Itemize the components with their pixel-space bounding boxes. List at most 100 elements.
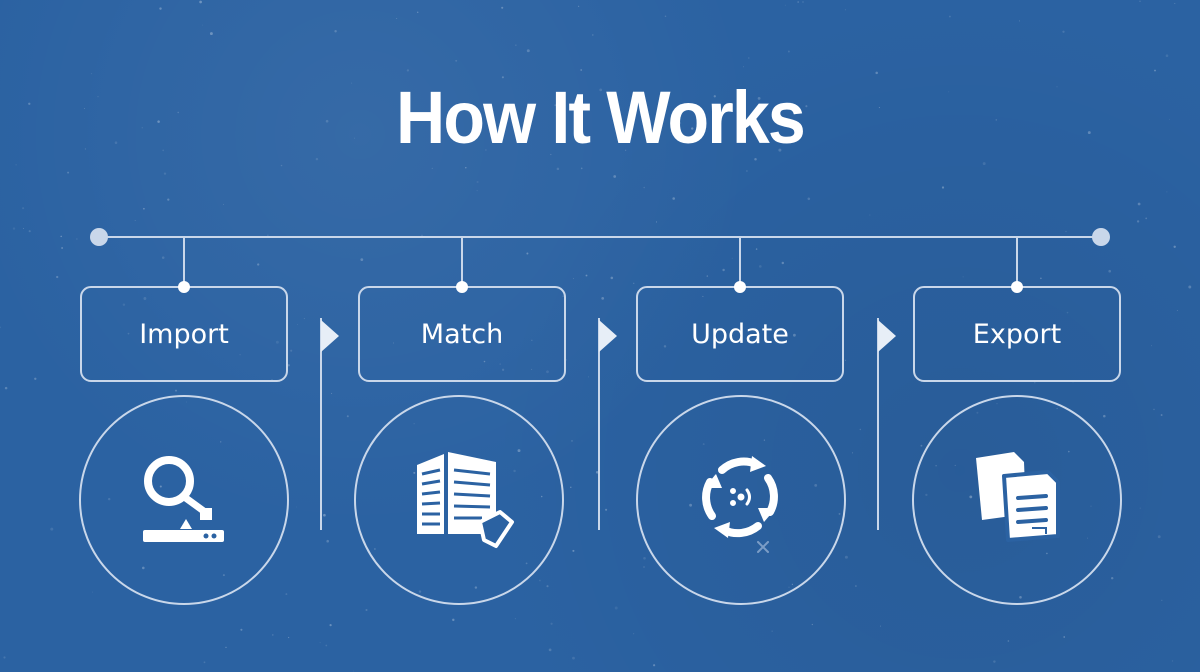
texture-speck	[663, 345, 667, 348]
texture-speck	[325, 119, 329, 123]
texture-speck	[1154, 69, 1156, 72]
texture-speck	[807, 197, 811, 201]
texture-speck	[672, 197, 675, 200]
texture-speck	[413, 423, 415, 425]
texture-speck	[633, 633, 635, 635]
texture-speck	[315, 157, 319, 161]
texture-speck	[15, 164, 17, 166]
texture-speck	[802, 1, 804, 3]
texture-speck	[1090, 505, 1092, 507]
texture-speck	[880, 625, 881, 627]
timeline-end-dot	[1092, 228, 1110, 246]
texture-speck	[177, 111, 179, 114]
texture-speck	[592, 34, 594, 36]
texture-speck	[920, 444, 923, 447]
texture-speck	[869, 214, 871, 216]
texture-speck	[742, 95, 744, 97]
texture-speck	[143, 297, 147, 300]
texture-speck	[295, 506, 297, 508]
texture-speck	[199, 0, 202, 4]
texture-speck	[643, 566, 645, 568]
texture-speck	[303, 318, 305, 320]
texture-speck	[1046, 552, 1048, 555]
texture-speck	[706, 275, 709, 277]
texture-speck	[781, 261, 785, 265]
texture-speck	[722, 268, 725, 272]
texture-speck	[60, 235, 62, 238]
texture-speck	[223, 203, 225, 205]
timeline-start-dot	[90, 228, 108, 246]
texture-speck	[587, 376, 590, 378]
step-label-export: Export	[972, 318, 1062, 350]
page-title: How It Works	[396, 76, 806, 159]
texture-speck	[814, 483, 818, 487]
texture-speck	[585, 274, 588, 277]
box-dot-update	[734, 281, 746, 293]
texture-speck	[778, 148, 782, 152]
texture-speck	[346, 415, 349, 418]
texture-speck	[501, 6, 504, 9]
texture-speck	[1019, 596, 1022, 599]
texture-speck	[167, 198, 170, 201]
texture-speck	[34, 377, 37, 380]
texture-speck	[1165, 54, 1169, 58]
texture-speck	[614, 606, 618, 610]
texture-speck	[406, 69, 410, 72]
texture-speck	[0, 326, 2, 329]
texture-speck	[1166, 191, 1168, 193]
texture-speck	[570, 486, 572, 488]
texture-speck	[84, 108, 86, 109]
texture-speck	[209, 32, 213, 36]
texture-speck	[546, 585, 549, 588]
box-dot-import	[178, 281, 190, 293]
texture-speck	[976, 411, 979, 414]
arrow-1-icon	[321, 320, 339, 352]
texture-speck	[240, 628, 243, 631]
texture-speck	[941, 186, 945, 189]
texture-speck	[114, 141, 118, 144]
texture-speck	[483, 360, 486, 363]
texture-speck	[1019, 20, 1021, 22]
texture-speck	[476, 190, 478, 192]
texture-speck	[514, 618, 516, 620]
texture-speck	[613, 175, 617, 178]
texture-speck	[455, 59, 458, 62]
texture-speck	[159, 485, 162, 488]
texture-speck	[417, 11, 419, 13]
texture-speck	[107, 497, 111, 501]
texture-speck	[572, 549, 575, 552]
texture-speck	[935, 465, 937, 467]
texture-speck	[272, 634, 274, 636]
texture-speck	[1136, 220, 1140, 223]
texture-speck	[678, 121, 682, 125]
texture-speck	[163, 172, 167, 175]
texture-speck	[1161, 599, 1163, 602]
texture-speck	[805, 105, 808, 108]
texture-speck	[122, 303, 126, 306]
step-circle-export	[912, 395, 1122, 605]
texture-speck	[526, 49, 530, 53]
texture-speck	[396, 18, 398, 19]
texture-speck	[465, 167, 467, 169]
texture-speck	[50, 527, 54, 531]
step-label-update: Update	[691, 318, 789, 350]
texture-speck	[531, 368, 533, 370]
texture-speck	[162, 149, 165, 152]
texture-speck	[982, 162, 986, 166]
texture-speck	[954, 464, 956, 466]
texture-speck	[859, 428, 861, 431]
texture-speck	[844, 9, 846, 11]
texture-speck	[1168, 118, 1171, 120]
texture-speck	[746, 170, 748, 172]
texture-speck	[601, 297, 605, 300]
texture-speck	[969, 495, 973, 499]
texture-speck	[1063, 636, 1066, 638]
texture-speck	[225, 646, 227, 649]
texture-speck	[572, 656, 575, 660]
texture-speck	[220, 441, 222, 443]
texture-speck	[1040, 277, 1042, 280]
texture-speck	[159, 7, 162, 10]
texture-speck	[1188, 285, 1192, 289]
texture-speck	[1056, 407, 1058, 409]
